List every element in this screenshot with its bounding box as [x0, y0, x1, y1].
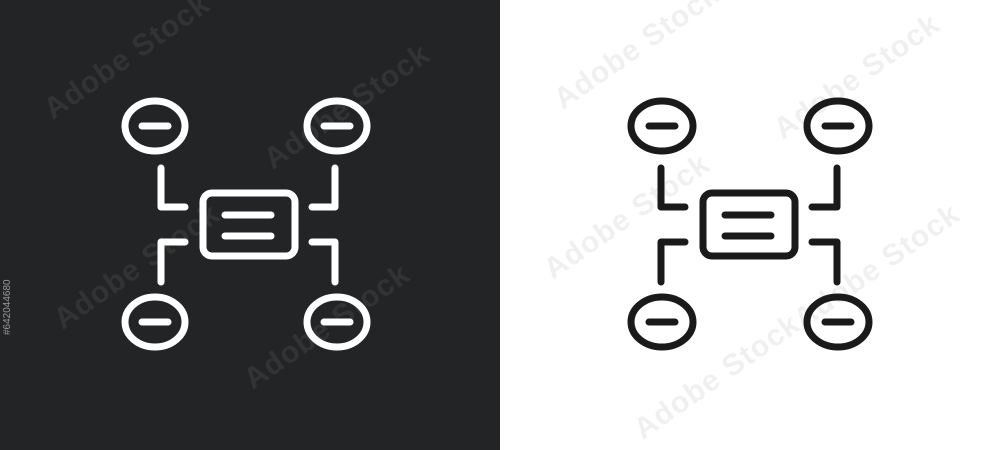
hierarchy-outline-icon-white: [121, 97, 371, 351]
center-box-icon: [199, 189, 299, 260]
top-left-node-icon: [121, 97, 189, 155]
top-right-node-icon: [303, 97, 371, 155]
bottom-left-node-icon: [627, 293, 697, 351]
bottom-right-node-icon: [303, 293, 371, 351]
light-panel: Adobe Stock Adobe Stock Adobe Stock Adob…: [500, 0, 1000, 450]
bottom-right-node-icon: [803, 293, 873, 351]
bottom-left-node-icon: [121, 293, 189, 351]
center-box-icon: [699, 189, 799, 260]
top-right-node-icon: [803, 97, 873, 155]
top-left-node-icon: [627, 97, 697, 155]
hierarchy-outline-icon-black: [627, 97, 873, 351]
dark-panel: Adobe Stock Adobe Stock Adobe Stock Adob…: [0, 0, 500, 450]
stock-id-label: #642044680: [2, 279, 13, 335]
